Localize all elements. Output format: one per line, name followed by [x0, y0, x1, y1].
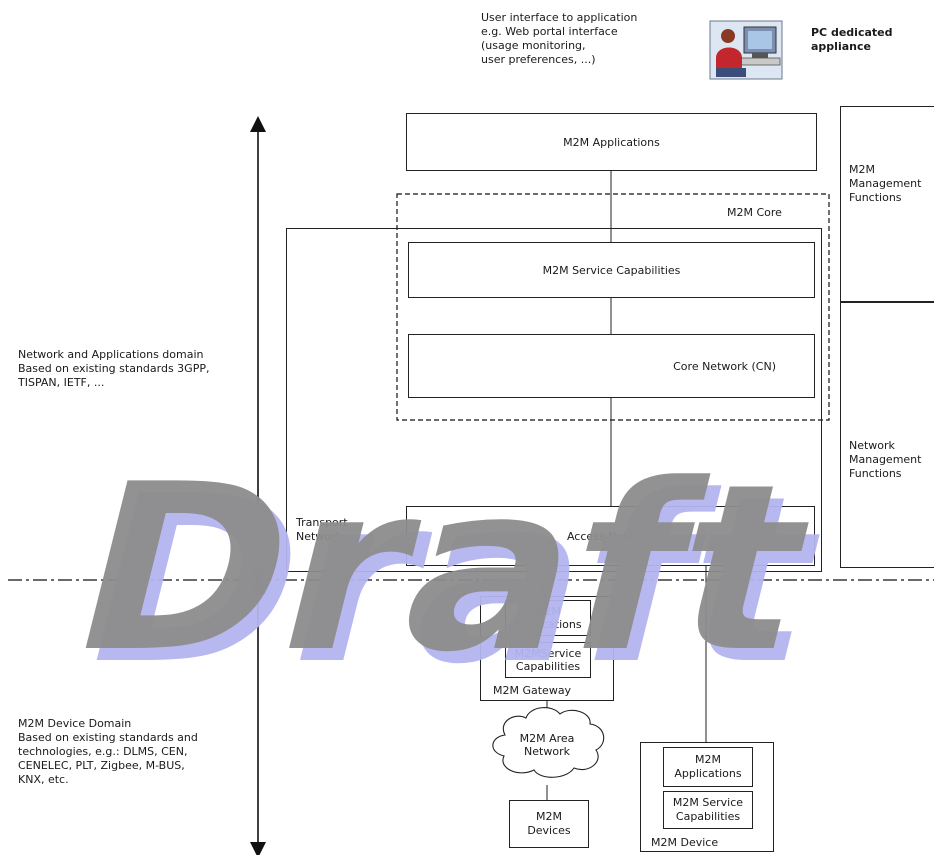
m2m-applications-box: M2M Applications	[406, 113, 817, 171]
device-applications-box: M2M Applications	[663, 747, 753, 787]
gateway-applications-box: M2M Applications	[505, 600, 591, 636]
m2m-gateway-label: M2M Gateway	[493, 684, 571, 698]
pc-dedicated-appliance-label: PC dedicated appliance	[811, 26, 892, 54]
network-management-functions-label: Network Management Functions	[849, 439, 921, 481]
m2m-device-box: M2M Applications M2M Service Capabilitie…	[640, 742, 774, 852]
m2m-devices-box: M2M Devices	[509, 800, 589, 848]
core-network-box: Core Network (CN)	[408, 334, 815, 398]
gateway-service-capabilities-box: M2MService Capabilities	[505, 642, 591, 678]
device-service-capabilities-box: M2M Service Capabilities	[663, 791, 753, 829]
m2m-management-functions-box: M2M Management Functions	[840, 106, 934, 302]
network-domain-description: Network and Applications domain Based on…	[18, 348, 209, 390]
m2m-area-network-label: M2M Area Network	[514, 732, 580, 758]
m2m-management-functions-label: M2M Management Functions	[849, 163, 921, 205]
user-interface-note: User interface to application e.g. Web p…	[481, 11, 637, 67]
m2m-gateway-box: M2M Applications M2MService Capabilities…	[480, 596, 614, 701]
device-domain-description: M2M Device Domain Based on existing stan…	[18, 717, 198, 787]
m2m-core-label: M2M Core	[727, 206, 782, 220]
access-network-box: Access Network	[406, 506, 815, 566]
m2m-device-label: M2M Device	[651, 836, 718, 850]
transport-network-label: Transport Network	[296, 516, 348, 544]
pc-appliance-icon	[710, 21, 782, 79]
network-management-functions-box: Network Management Functions	[840, 302, 934, 568]
m2m-service-capabilities-box: M2M Service Capabilities	[408, 242, 815, 298]
